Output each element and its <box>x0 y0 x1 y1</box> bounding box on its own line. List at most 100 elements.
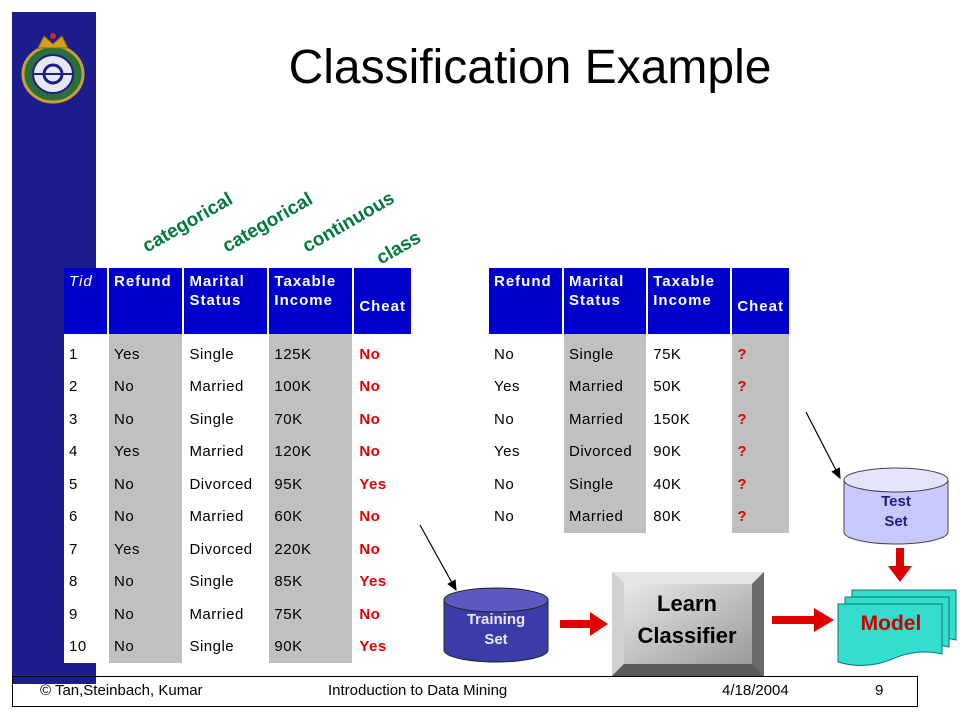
training-connector-arrow <box>419 524 457 592</box>
table-cell: No <box>108 565 185 598</box>
table-cell: ? <box>731 435 789 468</box>
table-cell: 70K <box>268 403 355 436</box>
table-cell: Yes <box>353 468 411 501</box>
table-cell: 75K <box>647 334 733 371</box>
table-cell: 60K <box>268 500 355 533</box>
model-label: Model <box>860 612 922 635</box>
table-cell: 95K <box>268 468 355 501</box>
table-cell: Single <box>183 403 270 436</box>
footer-page-number: 9 <box>875 682 884 699</box>
table-cell: Single <box>562 334 649 371</box>
table-cell: No <box>108 370 185 403</box>
table-cell: Married <box>183 370 270 403</box>
table-cell: No <box>489 468 564 501</box>
test-set-label: Test Set <box>881 493 911 530</box>
table-cell: No <box>108 500 185 533</box>
table-cell: Yes <box>489 370 564 403</box>
table-cell: Yes <box>108 435 185 468</box>
table-cell: 7 <box>64 533 110 566</box>
table-cell: Yes <box>108 533 185 566</box>
table-cell: ? <box>731 468 789 501</box>
table-cell: No <box>353 500 411 533</box>
footer-frame <box>12 677 918 707</box>
table-cell: No <box>489 403 564 436</box>
header-taxable-income: Taxable Income <box>268 268 355 334</box>
table-cell: 3 <box>64 403 110 436</box>
table-cell: No <box>353 533 411 566</box>
table-cell: 10 <box>64 630 110 663</box>
table-cell: 80K <box>647 500 733 533</box>
table-cell: 4 <box>64 435 110 468</box>
table-cell: 125K <box>268 334 355 371</box>
table-cell: 40K <box>647 468 733 501</box>
table-cell: Divorced <box>562 435 649 468</box>
header-marital-status: Marital Status <box>183 268 270 334</box>
table-cell: Married <box>562 500 649 533</box>
table-cell: Divorced <box>183 468 270 501</box>
table-cell: No <box>353 435 411 468</box>
table-cell: Married <box>183 435 270 468</box>
table-cell: No <box>353 334 411 371</box>
training-set-cylinder <box>443 587 549 663</box>
learn-classifier-box <box>612 572 764 676</box>
table-cell: 9 <box>64 598 110 631</box>
table-cell: No <box>353 370 411 403</box>
table-cell: 85K <box>268 565 355 598</box>
footer-date: 4/18/2004 <box>722 682 789 699</box>
footer-divider <box>12 676 918 677</box>
table-cell: 150K <box>647 403 733 436</box>
header-refund: Refund <box>108 268 185 334</box>
arrow-learn-to-model <box>772 608 834 632</box>
table-cell: Married <box>183 598 270 631</box>
table-cell: 100K <box>268 370 355 403</box>
table-cell: No <box>108 403 185 436</box>
header-taxable-income: Taxable Income <box>647 268 733 334</box>
header-marital-status: Marital Status <box>562 268 649 334</box>
table-cell: Yes <box>353 565 411 598</box>
table-cell: 5 <box>64 468 110 501</box>
table-cell: Single <box>183 334 270 371</box>
table-cell: Single <box>562 468 649 501</box>
header-cheat: Cheat <box>731 268 789 334</box>
table-cell: No <box>489 334 564 371</box>
table-cell: No <box>108 468 185 501</box>
table-cell: No <box>353 598 411 631</box>
footer-copyright: © Tan,Steinbach, Kumar <box>40 682 203 699</box>
table-cell: ? <box>731 500 789 533</box>
table-cell: No <box>353 403 411 436</box>
table-cell: ? <box>731 403 789 436</box>
table-cell: No <box>108 630 185 663</box>
table-cell: Yes <box>108 334 185 371</box>
learn-classifier-label: Learn Classifier <box>612 588 762 652</box>
table-cell: 50K <box>647 370 733 403</box>
table-cell: 75K <box>268 598 355 631</box>
header-cheat: Cheat <box>353 268 411 334</box>
university-crest-icon <box>21 33 85 104</box>
learn-label: Learn <box>657 591 717 616</box>
table-cell: Yes <box>489 435 564 468</box>
arrow-test-to-model <box>888 548 912 582</box>
table-cell: Single <box>183 565 270 598</box>
test-set-cylinder <box>843 467 949 545</box>
training-set-label: Training Set <box>466 611 526 648</box>
table-cell: 1 <box>64 334 110 371</box>
test-data-table: Refund Marital Status Taxable Income Che… <box>489 268 789 533</box>
table-cell: 90K <box>268 630 355 663</box>
training-data-table: Tid Refund Marital Status Taxable Income… <box>64 268 411 663</box>
table-cell: 8 <box>64 565 110 598</box>
model-documents-icon <box>837 589 957 666</box>
table-cell: Divorced <box>183 533 270 566</box>
table-cell: ? <box>731 370 789 403</box>
